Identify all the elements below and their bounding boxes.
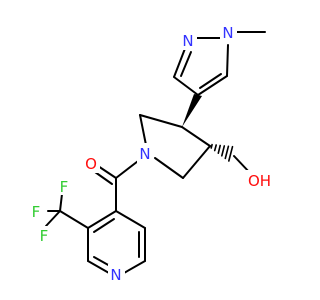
atom-pyrazole-n2: N <box>182 32 193 50</box>
skeletal-bonds <box>45 31 266 274</box>
molecule-structure: N N N N O OH F F F <box>29 22 276 284</box>
bond-carbonyl-o-a <box>97 165 117 179</box>
bond-pyridine-n-c2-inner <box>93 256 111 267</box>
bond-pyridine-cf3 <box>59 210 89 229</box>
hashed-bond-to-ch2 <box>210 143 234 162</box>
atom-fluorine-left: F <box>32 203 41 221</box>
bond-carbonyl-o-b <box>94 171 113 185</box>
atom-pyridine-n: N <box>110 266 121 284</box>
bond-pyrazole-c4-c5 <box>197 75 228 96</box>
bond-pyridine-n-c2 <box>87 260 110 274</box>
atom-labels: N N N N O OH F F F <box>29 22 276 284</box>
bond-pyridine-c3-c4 <box>87 210 117 229</box>
bond-pyridine-c4-c5 <box>115 210 146 229</box>
atom-n-methylated: N <box>222 24 233 42</box>
bond-pyrazole-c4-c5-inner <box>199 73 222 89</box>
atom-carbonyl-o: O <box>85 155 97 173</box>
wedge-bond-to-pyrazole <box>182 94 202 127</box>
bond-pyrazole-n2-c3-inner <box>180 51 192 77</box>
bond-pyridine-c3-c4-inner <box>93 218 115 233</box>
atom-fluorine-bottom: F <box>40 227 49 245</box>
bond-c-f-top <box>59 193 63 212</box>
atom-pyrrolidine-n: N <box>139 145 150 163</box>
bond-pyrazole-c3-c4 <box>173 76 199 96</box>
bond-pyrrolidine-c3-c2 <box>139 114 183 128</box>
atom-hydroxyl: OH <box>248 172 271 190</box>
bond-pyrazole-n2-c3 <box>173 45 187 78</box>
bond-c-f-bottom <box>45 210 61 227</box>
bond-pyrrolidine-c5-c4 <box>182 145 211 179</box>
bond-pyridine-c6-n <box>123 260 146 274</box>
bond-pyrrolidine-c2-n <box>139 114 147 146</box>
atom-fluorine-top: F <box>60 178 69 196</box>
bond-pyrrolidine-c4-c3 <box>181 126 211 147</box>
bond-pyrrolidine-n-c5 <box>154 157 184 179</box>
bond-pyrazole-c5-n1 <box>226 44 229 77</box>
